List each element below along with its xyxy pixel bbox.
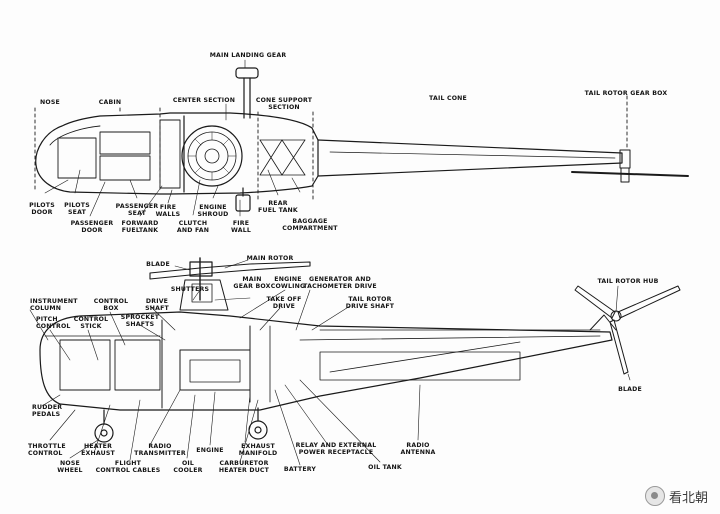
label-nose: NOSE	[40, 99, 60, 106]
top-view-drawing	[34, 59, 689, 217]
label-relay-power-receptacle: RELAY AND EXTERNAL POWER RECEPTACLE	[295, 442, 377, 456]
main-gear-box	[179, 279, 229, 311]
label-shutters: SHUTTERS	[170, 286, 210, 293]
watermark-text: 看北朝	[668, 490, 708, 506]
label-flight-control-cables: FLIGHT CONTROL CABLES	[95, 460, 161, 474]
label-blade-tail: BLADE	[618, 386, 642, 393]
label-battery: BATTERY	[283, 466, 317, 473]
label-cabin: CABIN	[98, 99, 122, 106]
label-rear-fuel-tank: REAR FUEL TANK	[258, 200, 298, 214]
label-fire-wall: FIRE WALL	[230, 220, 252, 234]
label-baggage-compartment: BAGGAGE COMPARTMENT	[282, 218, 338, 232]
label-forward-fuel-tank: FORWARD FUELTANK	[121, 220, 159, 234]
label-clutch-and-fan: CLUTCH AND FAN	[176, 220, 210, 234]
tail-rotor-blade-3	[609, 319, 629, 375]
wechat-logo-icon	[644, 486, 665, 506]
label-nose-wheel: NOSE WHEEL	[57, 460, 83, 474]
label-sprocket-shafts: SPROCKET SHAFTS	[120, 314, 160, 328]
label-pilots-seat: PILOTS SEAT	[64, 202, 90, 216]
label-carburetor-heater-duct: CARBURETOR HEATER DUCT	[218, 460, 270, 474]
radio-antenna-shape	[319, 351, 521, 381]
label-engine-shroud: ENGINE SHROUD	[197, 204, 229, 218]
label-blade-top: BLADE	[146, 261, 170, 268]
label-tail-rotor-drive-shaft: TAIL ROTOR DRIVE SHAFT	[345, 296, 395, 310]
label-heater-exhaust: HEATER EXHAUST	[81, 443, 115, 457]
side-fuselage	[39, 311, 613, 411]
section-dividers	[34, 95, 628, 201]
label-take-off-drive: TAKE OFF DRIVE	[266, 296, 302, 310]
truss	[259, 139, 306, 176]
label-center-section: CENTER SECTION	[172, 97, 236, 104]
label-pilots-door: PILOTS DOOR	[29, 202, 55, 216]
watermark: 看北朝	[644, 486, 708, 506]
label-passenger-seat: PASSENGER SEAT	[115, 203, 159, 217]
top-landing-gear-wheel	[235, 67, 259, 79]
top-canopy-line	[49, 125, 101, 146]
side-view-drawing	[29, 257, 681, 466]
label-passenger-door: PASSENGER DOOR	[70, 220, 114, 234]
label-drive-shaft: DRIVE SHAFT	[145, 298, 169, 312]
label-main-gear-box: MAIN GEAR BOX	[233, 276, 271, 290]
label-tail-rotor-hub: TAIL ROTOR HUB	[597, 278, 659, 285]
label-engine-cowling: ENGINE COWLING	[270, 276, 306, 290]
label-throttle-control: THROTTLE CONTROL	[28, 443, 66, 457]
top-fuselage	[35, 112, 319, 195]
label-fire-walls: FIRE WALLS	[155, 204, 181, 218]
label-cone-support-section: CONE SUPPORT SECTION	[255, 97, 313, 111]
side-leaders	[29, 259, 631, 466]
top-leaders	[44, 59, 301, 217]
top-tail-cone	[317, 139, 623, 177]
label-radio-transmitter: RADIO TRANSMITTER	[134, 443, 186, 457]
label-oil-cooler: OIL COOLER	[173, 460, 203, 474]
tail-rotor-blade-1	[574, 285, 616, 319]
label-pitch-control: PITCH CONTROL	[36, 316, 71, 330]
label-exhaust-manifold: EXHAUST MANIFOLD	[238, 443, 278, 457]
label-generator-tachometer: GENERATOR AND TACHOMETER DRIVE	[303, 276, 377, 290]
main-rotor-blades	[149, 261, 311, 280]
label-oil-tank: OIL TANK	[368, 464, 402, 471]
label-rudder-pedals: RUDDER PEDALS	[32, 404, 63, 418]
tail-rotor-blade-2	[617, 285, 681, 319]
label-tail-rotor-gear-box: TAIL ROTOR GEAR BOX	[584, 90, 668, 97]
label-main-landing-gear: MAIN LANDING GEAR	[209, 52, 287, 59]
label-control-box: CONTROL BOX	[93, 298, 129, 312]
top-tail-rotor-blade	[571, 171, 689, 177]
label-instrument-column: INSTRUMENT COLUMN	[30, 298, 78, 312]
label-radio-antenna: RADIO ANTENNA	[400, 442, 436, 456]
label-main-rotor: MAIN ROTOR	[246, 255, 294, 262]
label-tail-cone: TAIL CONE	[429, 95, 467, 102]
label-engine: ENGINE	[196, 447, 224, 454]
label-control-stick: CONTROL STICK	[73, 316, 109, 330]
